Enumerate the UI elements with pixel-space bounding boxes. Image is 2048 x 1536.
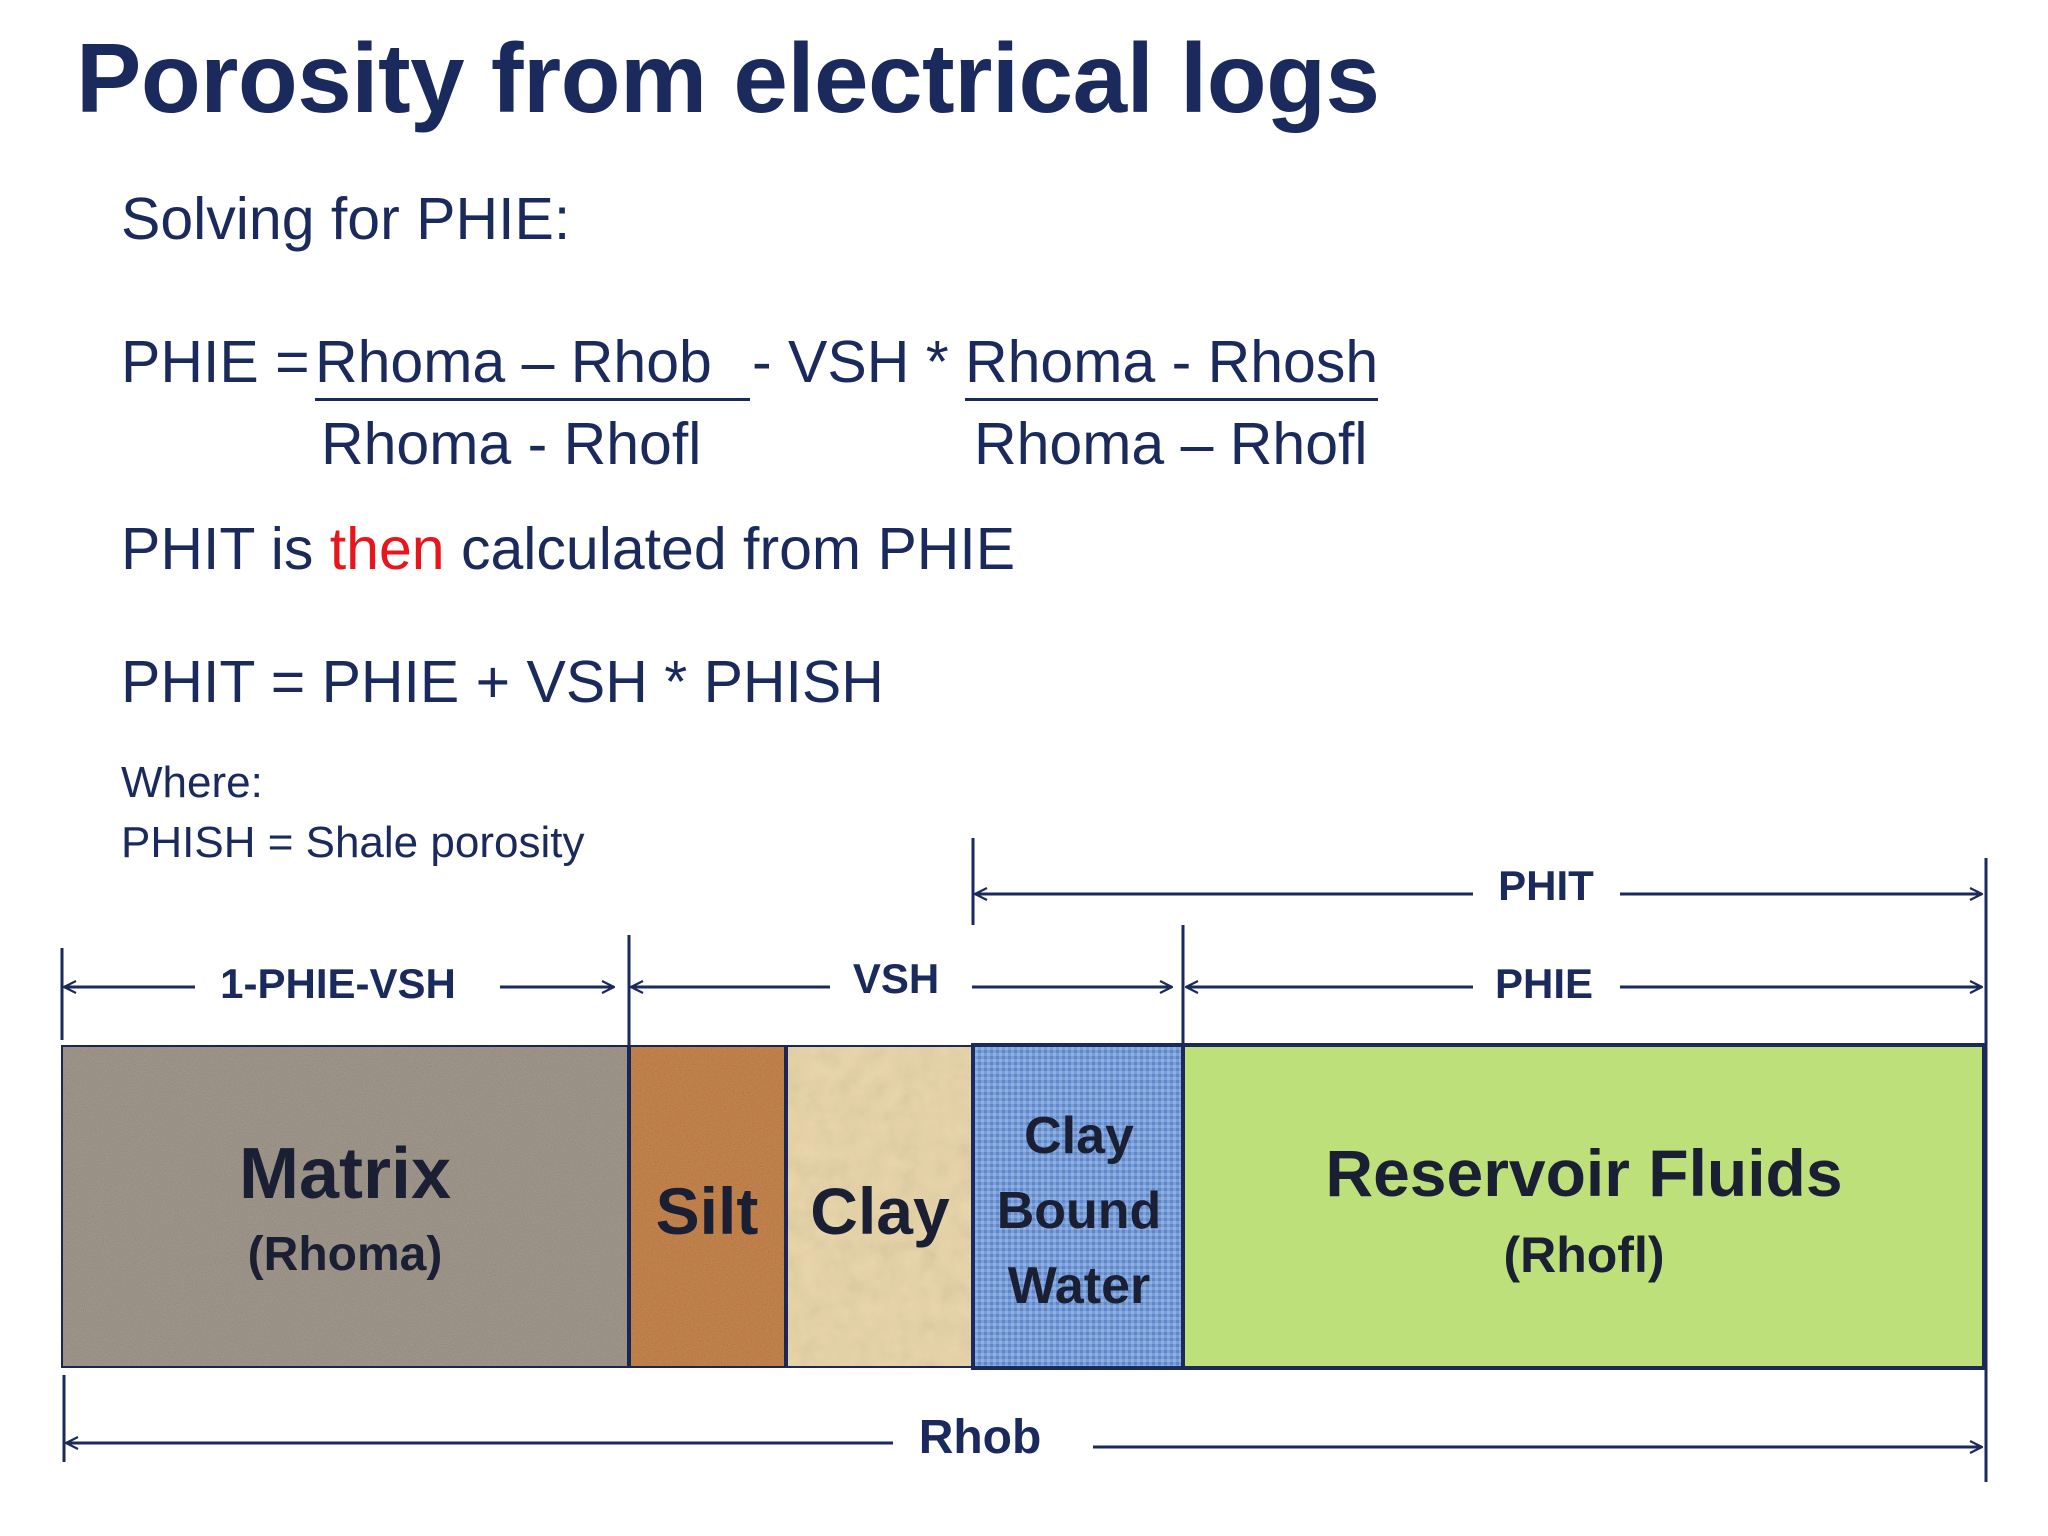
silt-block — [627, 1043, 788, 1370]
matrix-label: Matrix — [239, 1134, 451, 1214]
equation1-numerator-2: Rhoma - Rhosh — [965, 328, 1379, 401]
cbw-label-line1: Clay — [1024, 1107, 1134, 1165]
equation1-denominator-1: Rhoma - Rhofl — [321, 411, 702, 477]
matrix-block — [59, 1043, 631, 1370]
silt-label: Silt — [656, 1174, 759, 1248]
page-title: Porosity from electrical logs — [76, 23, 1380, 133]
reservoir-fluids-block — [1181, 1043, 1986, 1370]
phit-sentence-highlight: then — [329, 516, 445, 582]
clay-bound-water-block — [971, 1043, 1185, 1370]
guide-lines — [60, 838, 1988, 1482]
equation2: PHIT = PHIE + VSH * PHISH — [121, 649, 884, 715]
solving-heading: Solving for PHIE: — [121, 186, 571, 252]
cbw-label-line3: Water — [1008, 1257, 1151, 1315]
clay-label: Clay — [810, 1174, 950, 1248]
phie-label: PHIE — [1495, 960, 1593, 1007]
matrix-span-label: 1-PHIE-VSH — [220, 960, 456, 1007]
rhob-label: Rhob — [919, 1411, 1042, 1464]
where-definition: PHISH = Shale porosity — [121, 818, 585, 867]
matrix-sublabel: (Rhoma) — [248, 1228, 443, 1281]
phit-sentence-part1: PHIT is — [121, 516, 314, 582]
equation1-denominator-2: Rhoma – Rhofl — [974, 411, 1368, 477]
phit-sentence-part2: calculated from PHIE — [460, 516, 1016, 582]
phit-sentence: PHIT is then calculated from PHIE — [121, 515, 1015, 583]
clay-block — [784, 1043, 975, 1370]
fluids-label: Reservoir Fluids — [1325, 1136, 1842, 1210]
where-label: Where: — [121, 758, 263, 807]
equation1-lhs: PHIE = — [121, 329, 310, 395]
equation1-numerator-1: Rhoma – Rhob — [315, 328, 750, 401]
vsh-label: VSH — [853, 955, 939, 1002]
fluids-sublabel: (Rhofl) — [1503, 1227, 1664, 1283]
phit-label: PHIT — [1498, 862, 1594, 909]
cbw-label-line2: Bound — [997, 1182, 1162, 1240]
equation1-middle: - VSH * — [752, 329, 949, 395]
